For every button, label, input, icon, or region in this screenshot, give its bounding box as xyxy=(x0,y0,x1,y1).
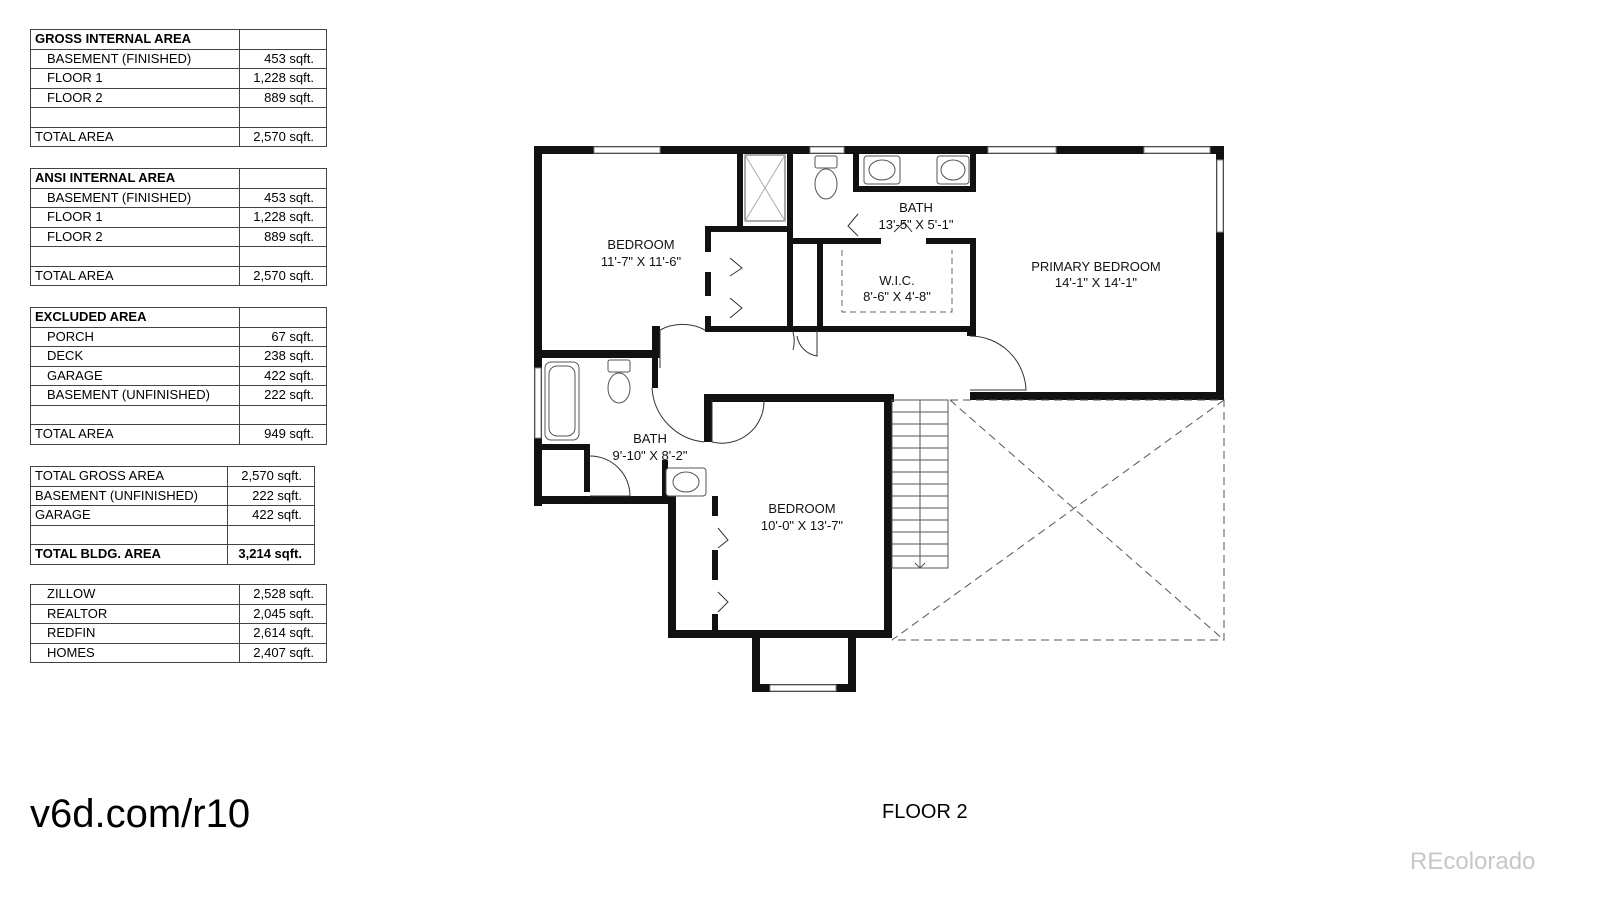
total-value: 2,570 sqft. xyxy=(239,126,327,147)
primary-bedroom-name: PRIMARY BEDROOM xyxy=(1031,259,1161,274)
table-total-row: TOTAL AREA 2,570 sqft. xyxy=(30,126,327,147)
table-row: DECK 238 sqft. xyxy=(30,346,327,367)
table-header-row: ANSI INTERNAL AREA xyxy=(30,168,327,189)
table-row-empty xyxy=(30,524,315,545)
bedroom-s-dims: 10'-0" X 13'-7" xyxy=(761,518,844,533)
open-to-below xyxy=(891,399,1225,641)
table-row: PORCH 67 sqft. xyxy=(30,326,327,347)
table-title: ANSI INTERNAL AREA xyxy=(30,168,240,189)
bedroom-nw-name: BEDROOM xyxy=(607,237,674,252)
table-total-row: TOTAL BLDG. AREA 3,214 sqft. xyxy=(30,544,315,565)
total-label: TOTAL AREA xyxy=(30,126,240,147)
table-row: FLOOR 2 889 sqft. xyxy=(30,226,327,247)
closet-shelving xyxy=(841,250,953,313)
wic-dims: 8'-6" X 4'-8" xyxy=(863,289,931,304)
toilet-tank-icon xyxy=(607,359,631,373)
stairs xyxy=(891,399,949,569)
bath-lower-dims: 9'-10" X 8'-2" xyxy=(613,448,688,463)
row-label: BASEMENT (UNFINISHED) xyxy=(30,485,228,506)
table-row: BASEMENT (FINISHED) 453 sqft. xyxy=(30,48,327,69)
bedroom-nw-dims: 11'-7" X 11'-6" xyxy=(601,254,682,269)
row-value: 222 sqft. xyxy=(227,485,315,506)
doors xyxy=(589,213,1027,613)
total-value: 949 sqft. xyxy=(239,424,327,445)
total-value: 2,570 sqft. xyxy=(239,265,327,286)
toilet-tank-icon xyxy=(814,155,838,169)
total-label: TOTAL AREA xyxy=(30,265,240,286)
table-row: HOMES 2,407 sqft. xyxy=(30,642,327,663)
floor-title: FLOOR 2 xyxy=(882,801,968,823)
row-value: 889 sqft. xyxy=(239,87,327,108)
table-total-row: TOTAL AREA 949 sqft. xyxy=(30,424,327,445)
table-row: FLOOR 2 889 sqft. xyxy=(30,87,327,108)
table-row: FLOOR 1 1,228 sqft. xyxy=(30,207,327,228)
toilet-bowl-icon xyxy=(607,372,631,404)
row-value: 238 sqft. xyxy=(239,346,327,367)
table-row: BASEMENT (UNFINISHED) 222 sqft. xyxy=(30,485,315,506)
row-label: PORCH xyxy=(30,326,240,347)
total-label: TOTAL BLDG. AREA xyxy=(30,544,228,565)
row-value: 2,614 sqft. xyxy=(239,623,327,644)
ansi-internal-area-table: ANSI INTERNAL AREA BASEMENT (FINISHED) 4… xyxy=(30,168,327,286)
building-area-table: TOTAL GROSS AREA 2,570 sqft. BASEMENT (U… xyxy=(30,466,315,565)
table-row: FLOOR 1 1,228 sqft. xyxy=(30,68,327,89)
fixtures xyxy=(544,154,970,497)
short-url-text: v6d.com/r10 xyxy=(30,792,251,836)
row-value: 1,228 sqft. xyxy=(239,68,327,89)
total-label: TOTAL AREA xyxy=(30,424,240,445)
bedroom-s-name: BEDROOM xyxy=(768,501,835,516)
excluded-area-table: EXCLUDED AREA PORCH 67 sqft. DECK 238 sq… xyxy=(30,307,327,445)
gross-internal-area-table: GROSS INTERNAL AREA BASEMENT (FINISHED) … xyxy=(30,29,327,147)
bath-lower-name: BATH xyxy=(633,431,667,446)
row-value: 1,228 sqft. xyxy=(239,207,327,228)
room-labels: BEDROOM 11'-7" X 11'-6" BATH 13'-5" X 5'… xyxy=(601,200,1161,533)
bath-upper-dims: 13'-5" X 5'-1" xyxy=(879,217,954,232)
row-value: 2,570 sqft. xyxy=(227,466,315,487)
table-header-row: GROSS INTERNAL AREA xyxy=(30,29,327,50)
table-total-row: TOTAL AREA 2,570 sqft. xyxy=(30,265,327,286)
toilet-bowl-icon xyxy=(814,168,838,200)
wic-name: W.I.C. xyxy=(879,273,914,288)
watermark-logo: REcolorado xyxy=(1410,848,1536,875)
listing-sites-table: ZILLOW 2,528 sqft. REALTOR 2,045 sqft. R… xyxy=(30,584,327,663)
table-row: ZILLOW 2,528 sqft. xyxy=(30,584,327,605)
windows xyxy=(534,146,1224,692)
bath-upper-name: BATH xyxy=(899,200,933,215)
row-value: 2,407 sqft. xyxy=(239,642,327,663)
walls xyxy=(534,146,1224,692)
total-value: 3,214 sqft. xyxy=(227,544,315,565)
primary-bedroom-dims: 14'-1" X 14'-1" xyxy=(1055,275,1138,290)
